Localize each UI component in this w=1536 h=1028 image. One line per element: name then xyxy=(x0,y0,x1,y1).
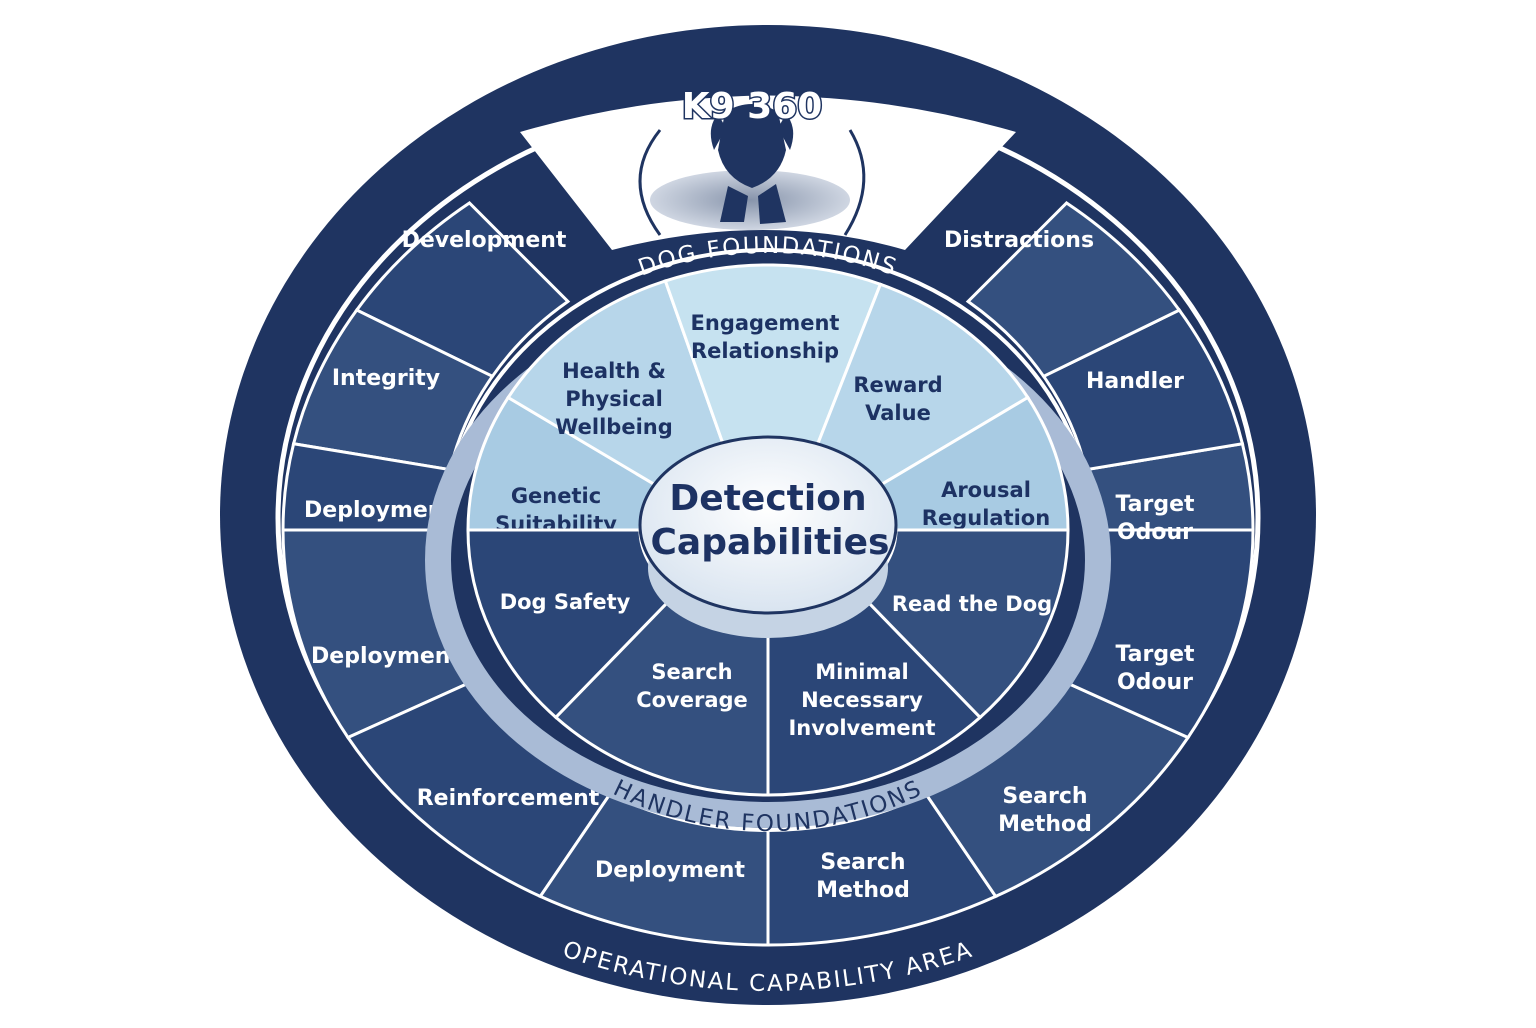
dog-segment-reward-value-label-line-2: Value xyxy=(865,401,931,425)
outer-segment-handler xyxy=(1041,308,1245,472)
outer-segment-target-odour-2-label-line-2: Odour xyxy=(1117,520,1193,545)
outer-segment-development-label-line-1: Development xyxy=(402,228,567,253)
handler-segment-search-coverage-label-line-2: Coverage xyxy=(636,688,748,712)
outer-segment-reinforcement-label-line-1: Reinforcement xyxy=(417,786,600,811)
dog-segment-reward-value-label-line-1: Reward xyxy=(853,373,942,397)
outer-segment-search-method-1-label-line-2: Method xyxy=(816,878,910,903)
outer-segment-target-odour-1-label-line-2: Odour xyxy=(1117,670,1193,695)
handler-segment-minimal-necessary-involvement-label-line-1: Minimal xyxy=(815,660,909,684)
dog-segment-engagement-relationship-label-line-2: Relationship xyxy=(691,339,839,363)
center-title-line2: Capabilities xyxy=(651,522,890,563)
handler-segment-read-the-dog xyxy=(856,528,1070,720)
outer-segment-target-odour-2-label-line-1: Target xyxy=(1115,492,1195,517)
leash-right-icon xyxy=(843,129,866,236)
handler-segment-minimal-necessary-involvement-label-line-2: Necessary xyxy=(801,688,923,712)
k9-logo: K9 360 xyxy=(638,85,866,236)
dog-segment-health-physical-wellbeing-label-line-3: Wellbeing xyxy=(555,415,673,439)
dog-segment-health-physical-wellbeing-label-line-1: Health & xyxy=(562,359,666,383)
dog-segment-genetic-suitability-label-line-1: Genetic xyxy=(511,484,601,508)
outer-segment-target-odour-1-label-line-1: Target xyxy=(1115,642,1195,667)
outer-segment-handler-label-line-1: Handler xyxy=(1086,369,1184,394)
leash-left-icon xyxy=(638,129,662,236)
dog-segment-health-physical-wellbeing-label-line-2: Physical xyxy=(565,387,663,411)
center-disc xyxy=(638,435,898,615)
outer-segment-deployment-3-label-line-1: Deployment xyxy=(595,858,745,883)
outer-segment-integrity xyxy=(291,308,495,472)
outer-segment-deployment-2-label-line-1: Deployment xyxy=(311,644,461,669)
outer-segments: DevelopmentIntegrityDeploymentDeployment… xyxy=(281,201,1255,947)
dog-segment-engagement-relationship-label-line-1: Engagement xyxy=(691,311,840,335)
handler-segment-read-the-dog-label-line-1: Read the Dog xyxy=(892,592,1052,616)
dog-segment-arousal-regulation-label-line-2: Regulation xyxy=(922,506,1050,530)
outer-segment-integrity-label-line-1: Integrity xyxy=(332,366,440,391)
outer-segment-search-method-1-label-line-1: Search xyxy=(820,850,905,875)
center-title-line1: Detection xyxy=(669,478,866,519)
outer-segment-development xyxy=(354,201,571,379)
outer-segment-search-method-2-label-line-1: Search xyxy=(1002,784,1087,809)
outer-segment-search-method-2-label-line-2: Method xyxy=(998,812,1092,837)
handler-segment-minimal-necessary-involvement-label-line-3: Involvement xyxy=(788,716,935,740)
logo-text: K9 360 xyxy=(682,86,823,127)
logo-pit xyxy=(650,170,850,230)
handler-segment-search-coverage-label-line-1: Search xyxy=(651,660,732,684)
dog-segment-arousal-regulation-label-line-1: Arousal xyxy=(941,478,1031,502)
handler-segment-dog-safety-label-line-1: Dog Safety xyxy=(500,590,631,614)
outer-segment-distractions-label-line-1: Distractions xyxy=(944,228,1094,253)
outer-segment-distractions xyxy=(965,201,1182,379)
dog-head-icon xyxy=(710,104,794,224)
